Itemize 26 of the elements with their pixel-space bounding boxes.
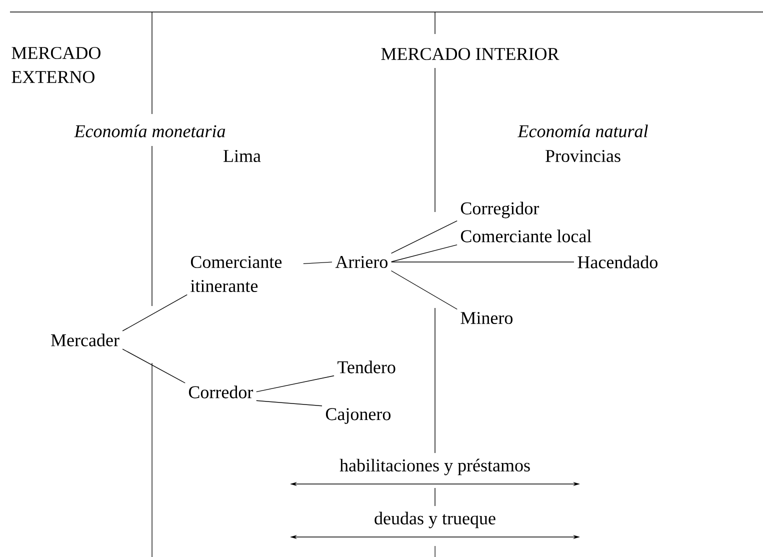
actor-label: Corredor xyxy=(188,386,254,398)
market-heading: MERCADO INTERIOR xyxy=(381,48,560,60)
actor-label: Corregidor xyxy=(460,202,540,218)
connector-line xyxy=(256,375,334,392)
actor-label: Mercader xyxy=(51,334,120,346)
flow-label: habilitaciones y préstamos xyxy=(340,458,530,476)
flow-label: deudas y trueque xyxy=(374,512,496,528)
connector-line xyxy=(303,262,332,264)
connector-line xyxy=(391,244,458,262)
connector-line xyxy=(256,400,322,406)
connector-line xyxy=(122,294,188,332)
economy-label: Economía monetaria xyxy=(74,124,226,138)
actor-label: Tendero xyxy=(338,360,396,374)
actor-label: Comerciante itinerante xyxy=(190,256,282,292)
connector-line xyxy=(122,348,186,384)
actor-label: Hacendado xyxy=(578,256,658,268)
market-heading: MERCADO EXTERNO xyxy=(12,46,100,84)
connector-line xyxy=(390,270,458,310)
connector-line xyxy=(390,220,458,254)
economy-label: Economía natural xyxy=(518,124,648,138)
actor-label: Comerciante local xyxy=(460,230,592,242)
actor-label: Arriero xyxy=(335,256,388,268)
place-label: Lima xyxy=(224,150,261,162)
actor-label: Minero xyxy=(460,312,512,324)
actor-label: Cajonero xyxy=(326,408,390,424)
place-label: Provincias xyxy=(546,150,620,162)
